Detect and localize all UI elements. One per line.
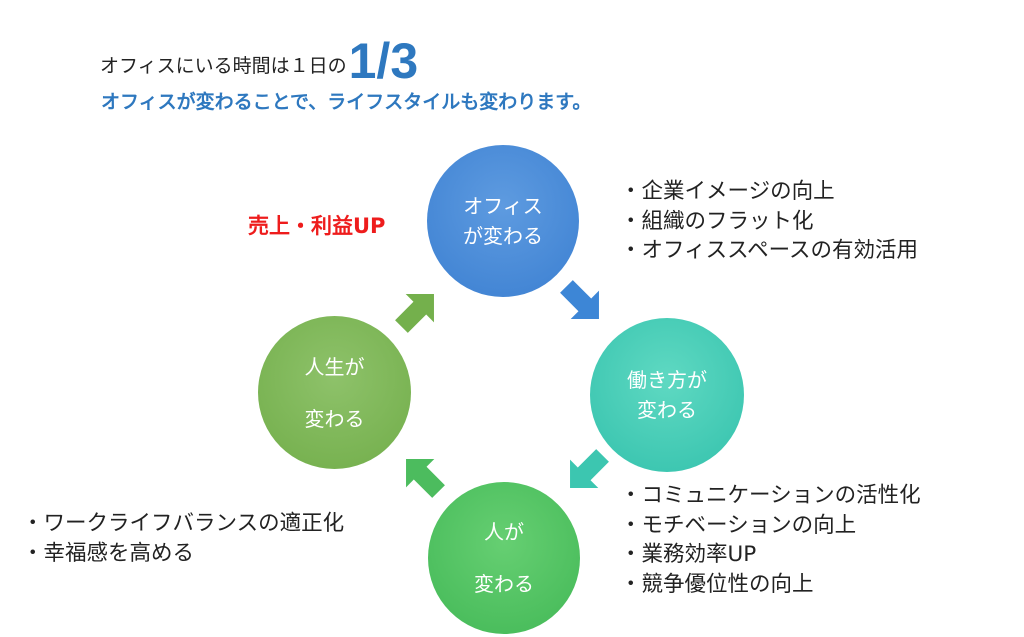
sales-profit-label: 売上・利益UP xyxy=(248,214,386,238)
arrow-up-right-icon xyxy=(387,279,449,341)
people-circle-line2: 変わる xyxy=(474,572,534,596)
life-circle-line2: 変わる xyxy=(304,406,365,431)
life-effects-list: ・ワークライフバランスの適正化 ・幸福感を高める xyxy=(22,509,344,568)
office-circle-line1: オフィス xyxy=(463,194,543,218)
office-effects-list: ・企業イメージの向上 ・組織のフラット化 ・オフィススペースの有効活用 xyxy=(620,177,918,266)
header-line-1: オフィスにいる時間は１日の1/3 xyxy=(100,36,418,91)
work-circle-line2: 変わる xyxy=(637,398,697,422)
people-circle-line1: 人が xyxy=(484,520,524,544)
office-changes-circle: オフィス が変わる xyxy=(427,145,579,297)
list-item: ・幸福感を高める xyxy=(22,540,195,566)
arrow-up-left-icon xyxy=(391,444,453,506)
header-time-text: オフィスにいる時間は１日の xyxy=(100,55,347,77)
workstyle-changes-circle: 働き方が 変わる xyxy=(590,318,744,472)
list-item: ・組織のフラット化 xyxy=(620,208,814,234)
office-circle-line2: が変わる xyxy=(463,224,543,248)
arrow-down-left-icon xyxy=(555,441,617,503)
list-item: ・コミュニケーションの活性化 xyxy=(620,483,921,508)
life-changes-circle: 人生が 変わる xyxy=(258,316,411,469)
header-line-2: オフィスが変わることで、ライフスタイルも変わります。 xyxy=(101,91,592,113)
life-circle-line1: 人生が xyxy=(304,354,365,379)
people-change-circle: 人が 変わる xyxy=(428,482,580,634)
list-item: ・モチベーションの向上 xyxy=(620,512,857,538)
arrow-down-right-icon xyxy=(552,272,614,334)
work-circle-line1: 働き方が xyxy=(627,368,707,392)
list-item: ・オフィススペースの有効活用 xyxy=(620,238,918,263)
list-item: ・競争優位性の向上 xyxy=(620,571,814,597)
list-item: ・企業イメージの向上 xyxy=(620,179,835,204)
list-item: ・ワークライフバランスの適正化 xyxy=(22,511,345,536)
people-effects-list: ・コミュニケーションの活性化 ・モチベーションの向上 ・業務効率UP ・競争優位… xyxy=(620,481,921,599)
list-item: ・業務効率UP xyxy=(620,542,757,567)
header-fraction: 1/3 xyxy=(348,33,419,89)
